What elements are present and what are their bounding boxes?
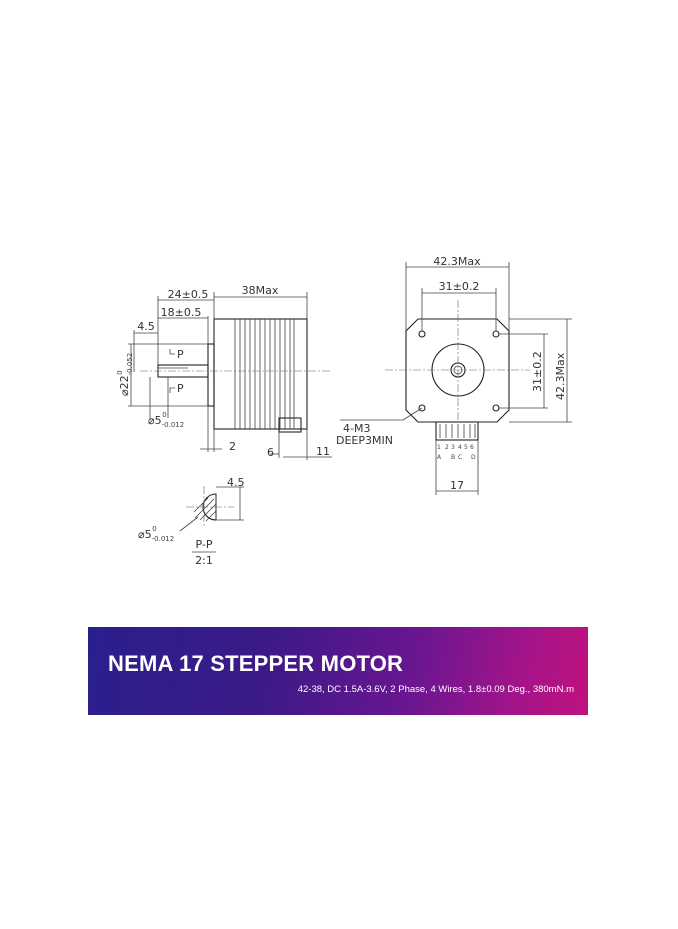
pin-letter: B bbox=[451, 454, 455, 461]
banner-specs: 42-38, DC 1.5A-3.6V, 2 Phase, 4 Wires, 1… bbox=[297, 684, 574, 695]
pin-number: 6 bbox=[470, 444, 474, 451]
pin-number: 2 bbox=[445, 444, 449, 451]
mount-hole-br bbox=[492, 404, 500, 412]
mount-hole-bl bbox=[418, 404, 426, 412]
hole-note-depth: DEEP3MIN bbox=[336, 434, 393, 447]
mount-hole-tl bbox=[418, 330, 426, 338]
pin-letter: A bbox=[437, 454, 442, 461]
dim-offset: 4.5 bbox=[137, 320, 155, 333]
front-view: 42.3Max 31±0.2 31±0.2 42.3Max 4-M3 DEEP3… bbox=[336, 255, 572, 495]
cooling-fins bbox=[239, 319, 291, 429]
banner-title: NEMA 17 STEPPER MOTOR bbox=[108, 651, 404, 676]
dim-boss-height: 2 bbox=[229, 440, 236, 453]
connector-pins bbox=[439, 424, 476, 438]
pin-letters: A B C D bbox=[437, 454, 476, 461]
shaft-section bbox=[202, 493, 217, 521]
pin-letter: C bbox=[458, 454, 462, 461]
section-marker-top: P bbox=[177, 348, 184, 361]
dim-hole-spacing-h: 31±0.2 bbox=[439, 280, 480, 293]
section-dim-diameter: ⌀5-0.0120 bbox=[138, 525, 174, 543]
connector bbox=[278, 417, 302, 433]
pin-letter: D bbox=[471, 454, 476, 461]
dim-front-height: 42.3Max bbox=[554, 352, 567, 400]
mount-hole-tr bbox=[492, 330, 500, 338]
pin-number: 3 bbox=[451, 444, 455, 451]
pin-number: 5 bbox=[464, 444, 468, 451]
section-marker-bottom: P bbox=[177, 382, 184, 395]
dim-front-width: 42.3Max bbox=[433, 255, 481, 268]
pin-number: 4 bbox=[458, 444, 462, 451]
side-view: 38Max 24±0.5 18±0.5 4.5 P P ⌀22-0.0520 ⌀… bbox=[116, 284, 332, 460]
pin-numbers: 1 2 3 4 5 6 bbox=[437, 444, 474, 451]
section-scale: 2:1 bbox=[195, 554, 213, 567]
pin-number: 1 bbox=[437, 444, 441, 451]
section-view: 4.5 ⌀5-0.0120 P-P 2:1 bbox=[138, 476, 245, 567]
dim-shaft-diameter: ⌀5-0.0120 bbox=[148, 411, 184, 429]
dim-flat-length: 18±0.5 bbox=[161, 306, 202, 319]
dim-body-length: 38Max bbox=[242, 284, 279, 297]
dim-connector-offset: 6 bbox=[267, 446, 274, 459]
section-label: P-P bbox=[196, 538, 213, 551]
dim-shaft-length: 24±0.5 bbox=[168, 288, 209, 301]
motor-body bbox=[213, 318, 308, 430]
mounting-boss bbox=[207, 343, 215, 407]
section-hatching bbox=[193, 497, 217, 522]
dim-hole-spacing-v: 31±0.2 bbox=[531, 351, 544, 392]
front-connector bbox=[435, 421, 479, 441]
hole-note-thread: 4-M3 bbox=[343, 422, 370, 435]
dim-connector-width: 17 bbox=[450, 479, 464, 492]
product-banner: NEMA 17 STEPPER MOTOR 42-38, DC 1.5A-3.6… bbox=[88, 627, 588, 715]
dim-tail: 11 bbox=[316, 445, 330, 458]
front-body bbox=[405, 318, 510, 423]
section-dim-flat: 4.5 bbox=[227, 476, 245, 489]
